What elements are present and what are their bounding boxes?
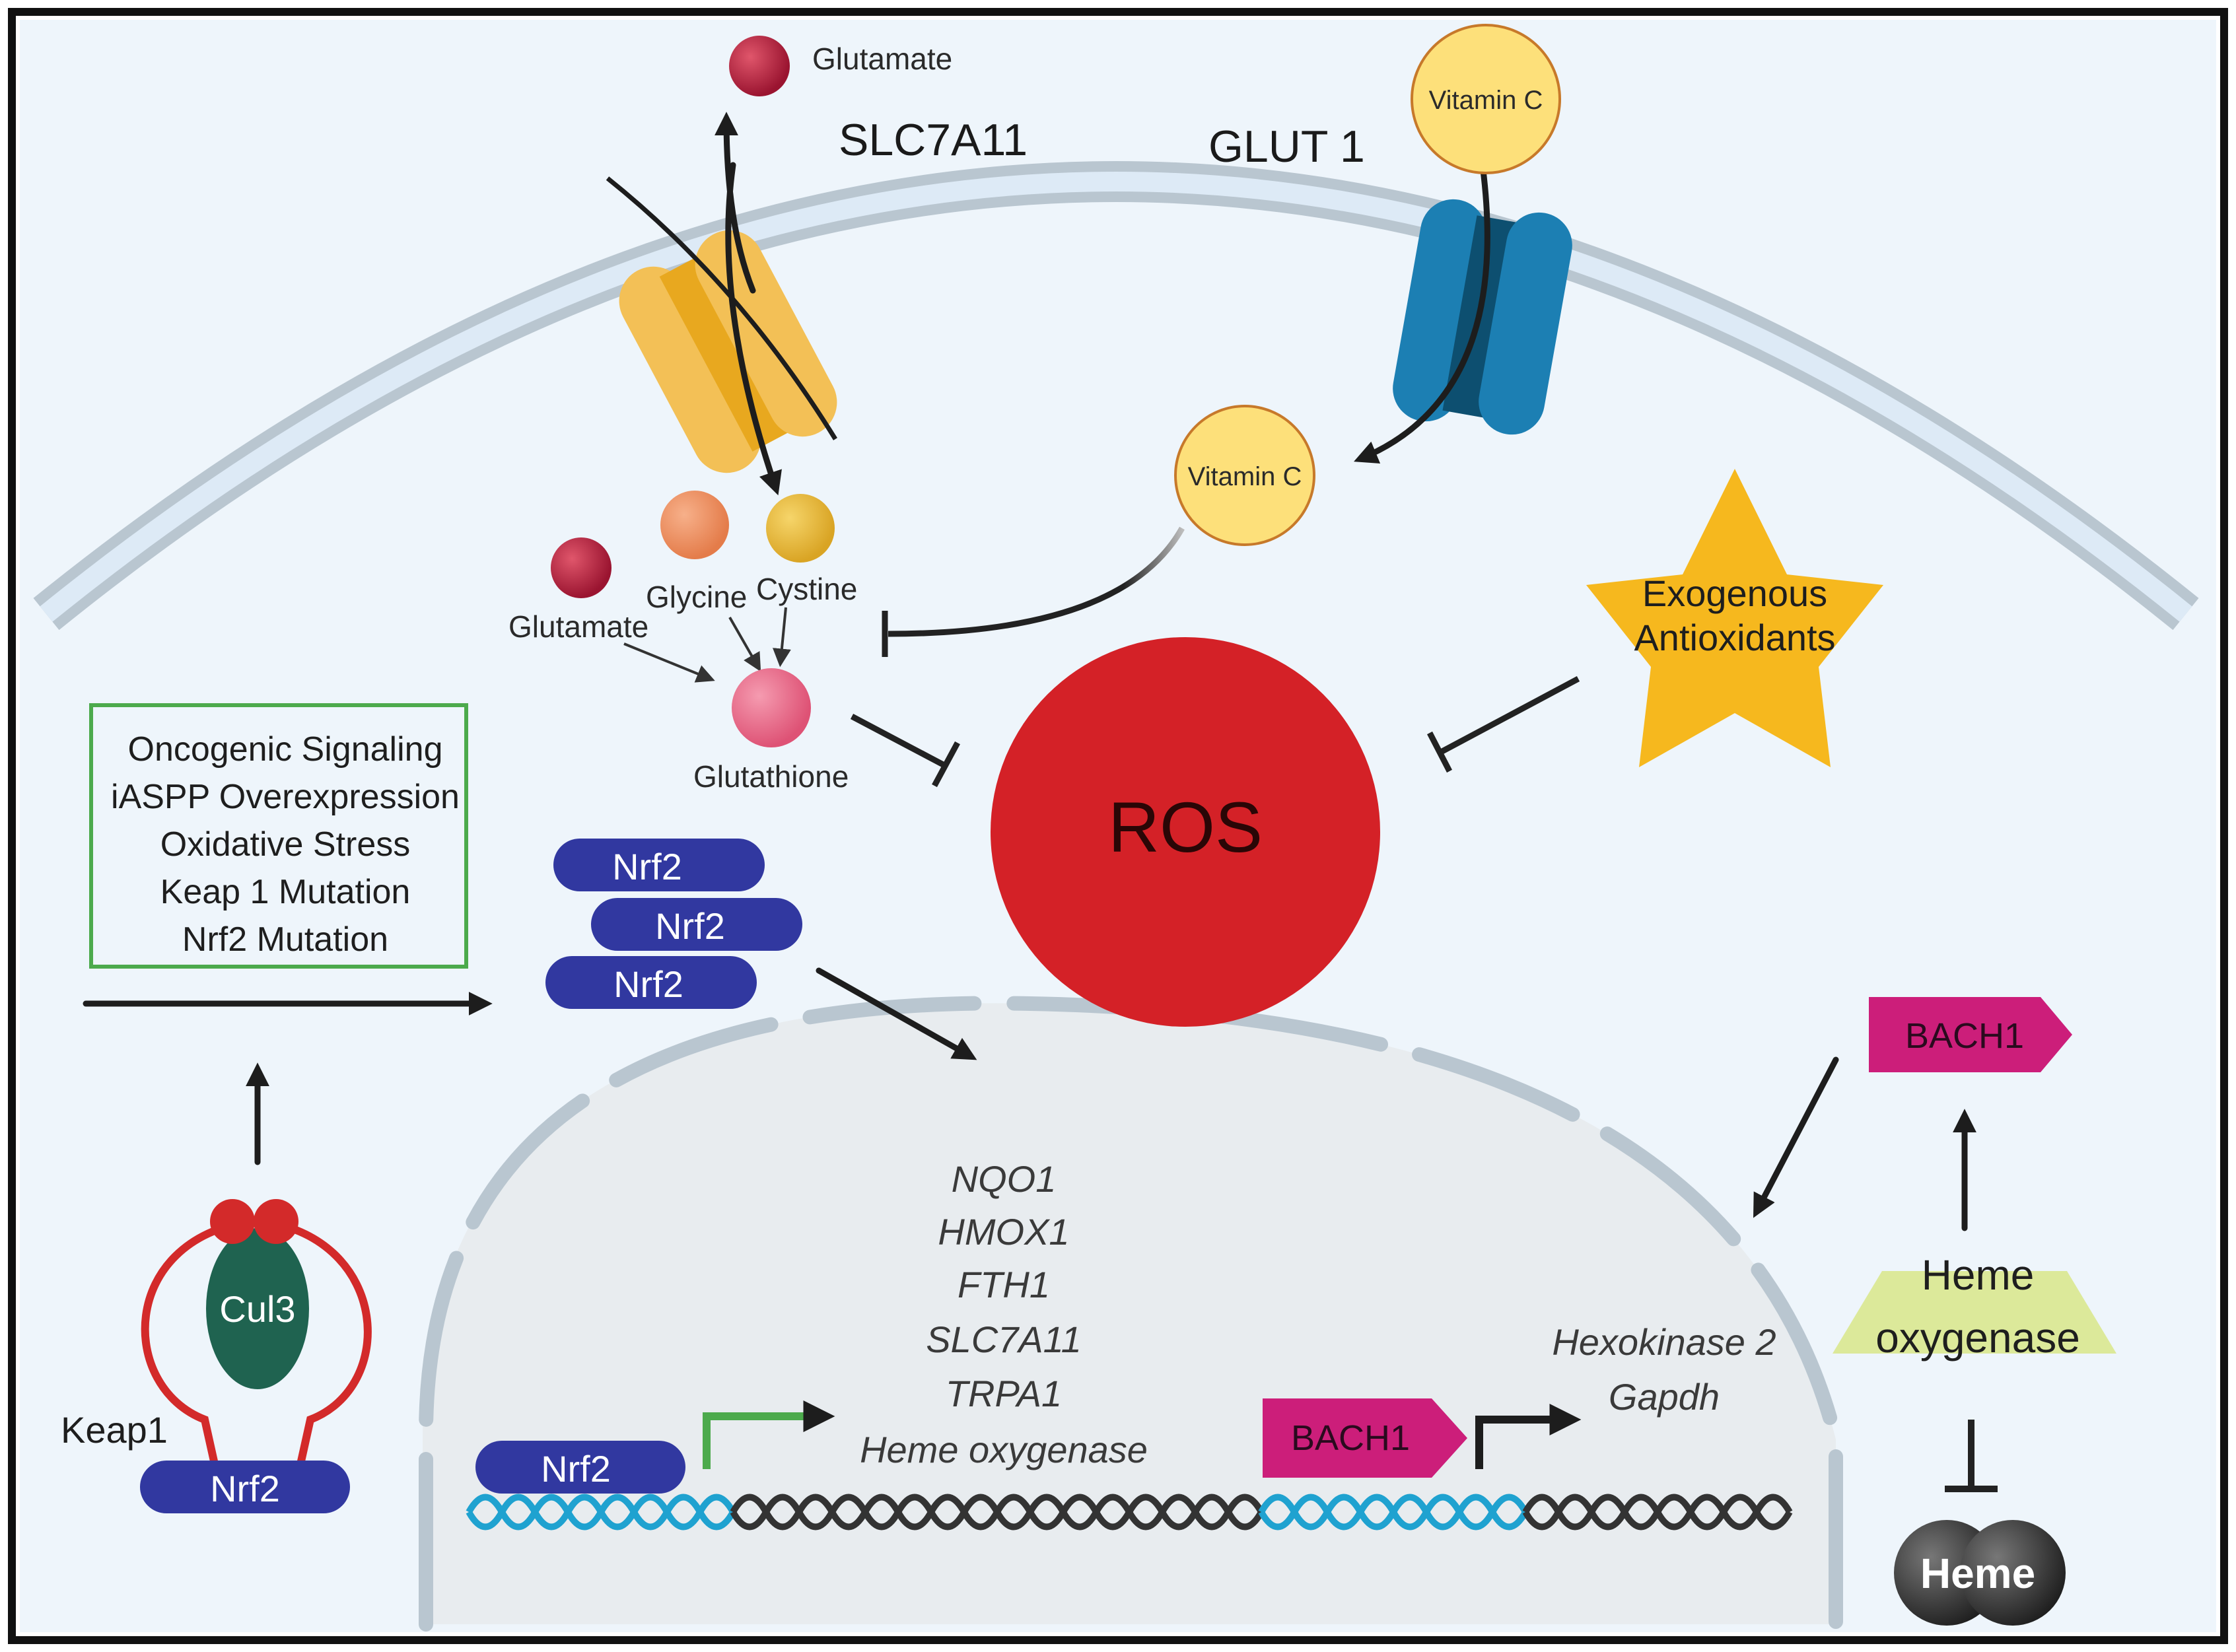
vitamin-c-in-molecule <box>1174 405 1315 546</box>
cystine-to-gsh-arrow <box>772 607 791 668</box>
slc7a11-transport-paths <box>606 112 837 496</box>
bach1-promoter-arrow <box>1475 1404 1582 1469</box>
glutamate-out-label: Glutamate <box>812 42 952 76</box>
ros-circle <box>991 637 1380 1027</box>
glutathione-label: Glutathione <box>693 759 849 794</box>
vitamin-c-out-label: Vitamin C <box>1429 86 1543 115</box>
keap1-bound-nrf2-label: Nrf2 <box>210 1468 280 1509</box>
vitamin-c-transport-arrow <box>1354 162 1490 464</box>
nrf2-to-nucleus-arrow <box>816 967 977 1060</box>
trigger-oxidative-stress: Oxidative Stress <box>160 825 411 864</box>
glutathione-inhibition-bar <box>932 741 960 788</box>
dna-nrf2-label: Nrf2 <box>541 1448 611 1490</box>
cell-membrane <box>33 161 2199 631</box>
heme-molecule-right <box>1960 1520 2066 1626</box>
glycine-label: Glycine <box>646 580 747 614</box>
bach1-to-nucleus-arrow <box>1753 1056 1839 1218</box>
cul3-label: Cul3 <box>219 1288 295 1330</box>
exogenous-label-line1: Exogenous <box>1642 572 1827 614</box>
gene-slc7a11: SLC7A11 <box>926 1319 1082 1360</box>
glutamate-in-label: Glutamate <box>508 609 648 644</box>
gene-trpa1: TRPA1 <box>946 1373 1062 1414</box>
trigger-iaspp: iASPP Overexpression <box>111 778 460 816</box>
nrf2-pill-3-label: Nrf2 <box>613 963 683 1005</box>
glutamate-molecule-out <box>729 36 790 96</box>
heme-label: Heme <box>1920 1550 2035 1597</box>
glutathione-inhibition-line <box>850 714 948 769</box>
glutamate-to-gsh-arrow <box>623 642 715 683</box>
trigger-keap1-mutation: Keap 1 Mutation <box>160 873 411 911</box>
heme-oxygenase-shape <box>1833 1271 2116 1354</box>
nrf2-pill-1 <box>553 839 765 891</box>
cystine-label: Cystine <box>756 572 857 606</box>
dna-nrf2-pill <box>475 1441 685 1494</box>
glycine-to-gsh-arrow <box>728 617 761 672</box>
ros-label: ROS <box>1108 787 1263 867</box>
cystine-molecule <box>766 494 835 563</box>
exogenous-inhibition-line <box>1438 676 1580 755</box>
heme-oxygenase-label-line1: Heme <box>1922 1251 2035 1299</box>
gene-hmox1: HMOX1 <box>938 1211 1069 1253</box>
trigger-oncogenic: Oncogenic Signaling <box>128 730 443 769</box>
glutamate-molecule-in <box>551 537 611 598</box>
keap1-cul3-complex <box>141 1199 372 1480</box>
gene-heme-oxygenase: Heme oxygenase <box>860 1429 1148 1470</box>
nrf2-pill-2-label: Nrf2 <box>655 905 725 947</box>
dna-bach1-label: BACH1 <box>1291 1418 1410 1458</box>
exogenous-antioxidants-star <box>1586 469 1883 767</box>
glut1-label: GLUT 1 <box>1208 121 1365 172</box>
vitamin-c-out-molecule <box>1411 24 1561 174</box>
glycine-molecule <box>660 491 729 559</box>
glutathione-molecule <box>732 668 811 747</box>
vitamin-c-in-label: Vitamin C <box>1188 462 1302 491</box>
cul3-ellipse <box>206 1228 309 1389</box>
keap1-bound-nrf2-pill <box>140 1461 350 1513</box>
slc7a11-label: SLC7A11 <box>839 115 1028 165</box>
bach1-tag <box>1869 997 2072 1072</box>
nrf2-pill-2 <box>591 898 802 951</box>
gene-gapdh: Gapdh <box>1609 1376 1720 1418</box>
dna-helix <box>466 1494 1793 1531</box>
exogenous-label-line2: Antioxidants <box>1634 617 1835 658</box>
triggers-box <box>89 703 468 969</box>
nrf2-promoter-arrow <box>703 1400 835 1469</box>
keap1-head-right <box>254 1199 298 1244</box>
exogenous-inhibition-bar <box>1427 731 1452 773</box>
gene-nqo1: NQO1 <box>952 1158 1057 1200</box>
frame-border <box>8 8 2228 1644</box>
trigger-nrf2-mutation: Nrf2 Mutation <box>182 920 388 959</box>
nrf2-pill-1-label: Nrf2 <box>612 846 682 887</box>
gene-hexokinase-2: Hexokinase 2 <box>1552 1321 1776 1363</box>
keap1-head-left <box>210 1199 255 1244</box>
keap1-label: Keap1 <box>61 1409 168 1451</box>
dna-bach1-tag <box>1263 1398 1467 1478</box>
gene-fth1: FTH1 <box>958 1264 1050 1305</box>
vitamin-c-inhibition-line <box>888 526 1185 637</box>
nrf2-pill-3 <box>545 956 757 1009</box>
heme-oxygenase-label-line2: oxygenase <box>1875 1314 2080 1361</box>
bach1-label: BACH1 <box>1905 1016 2024 1056</box>
